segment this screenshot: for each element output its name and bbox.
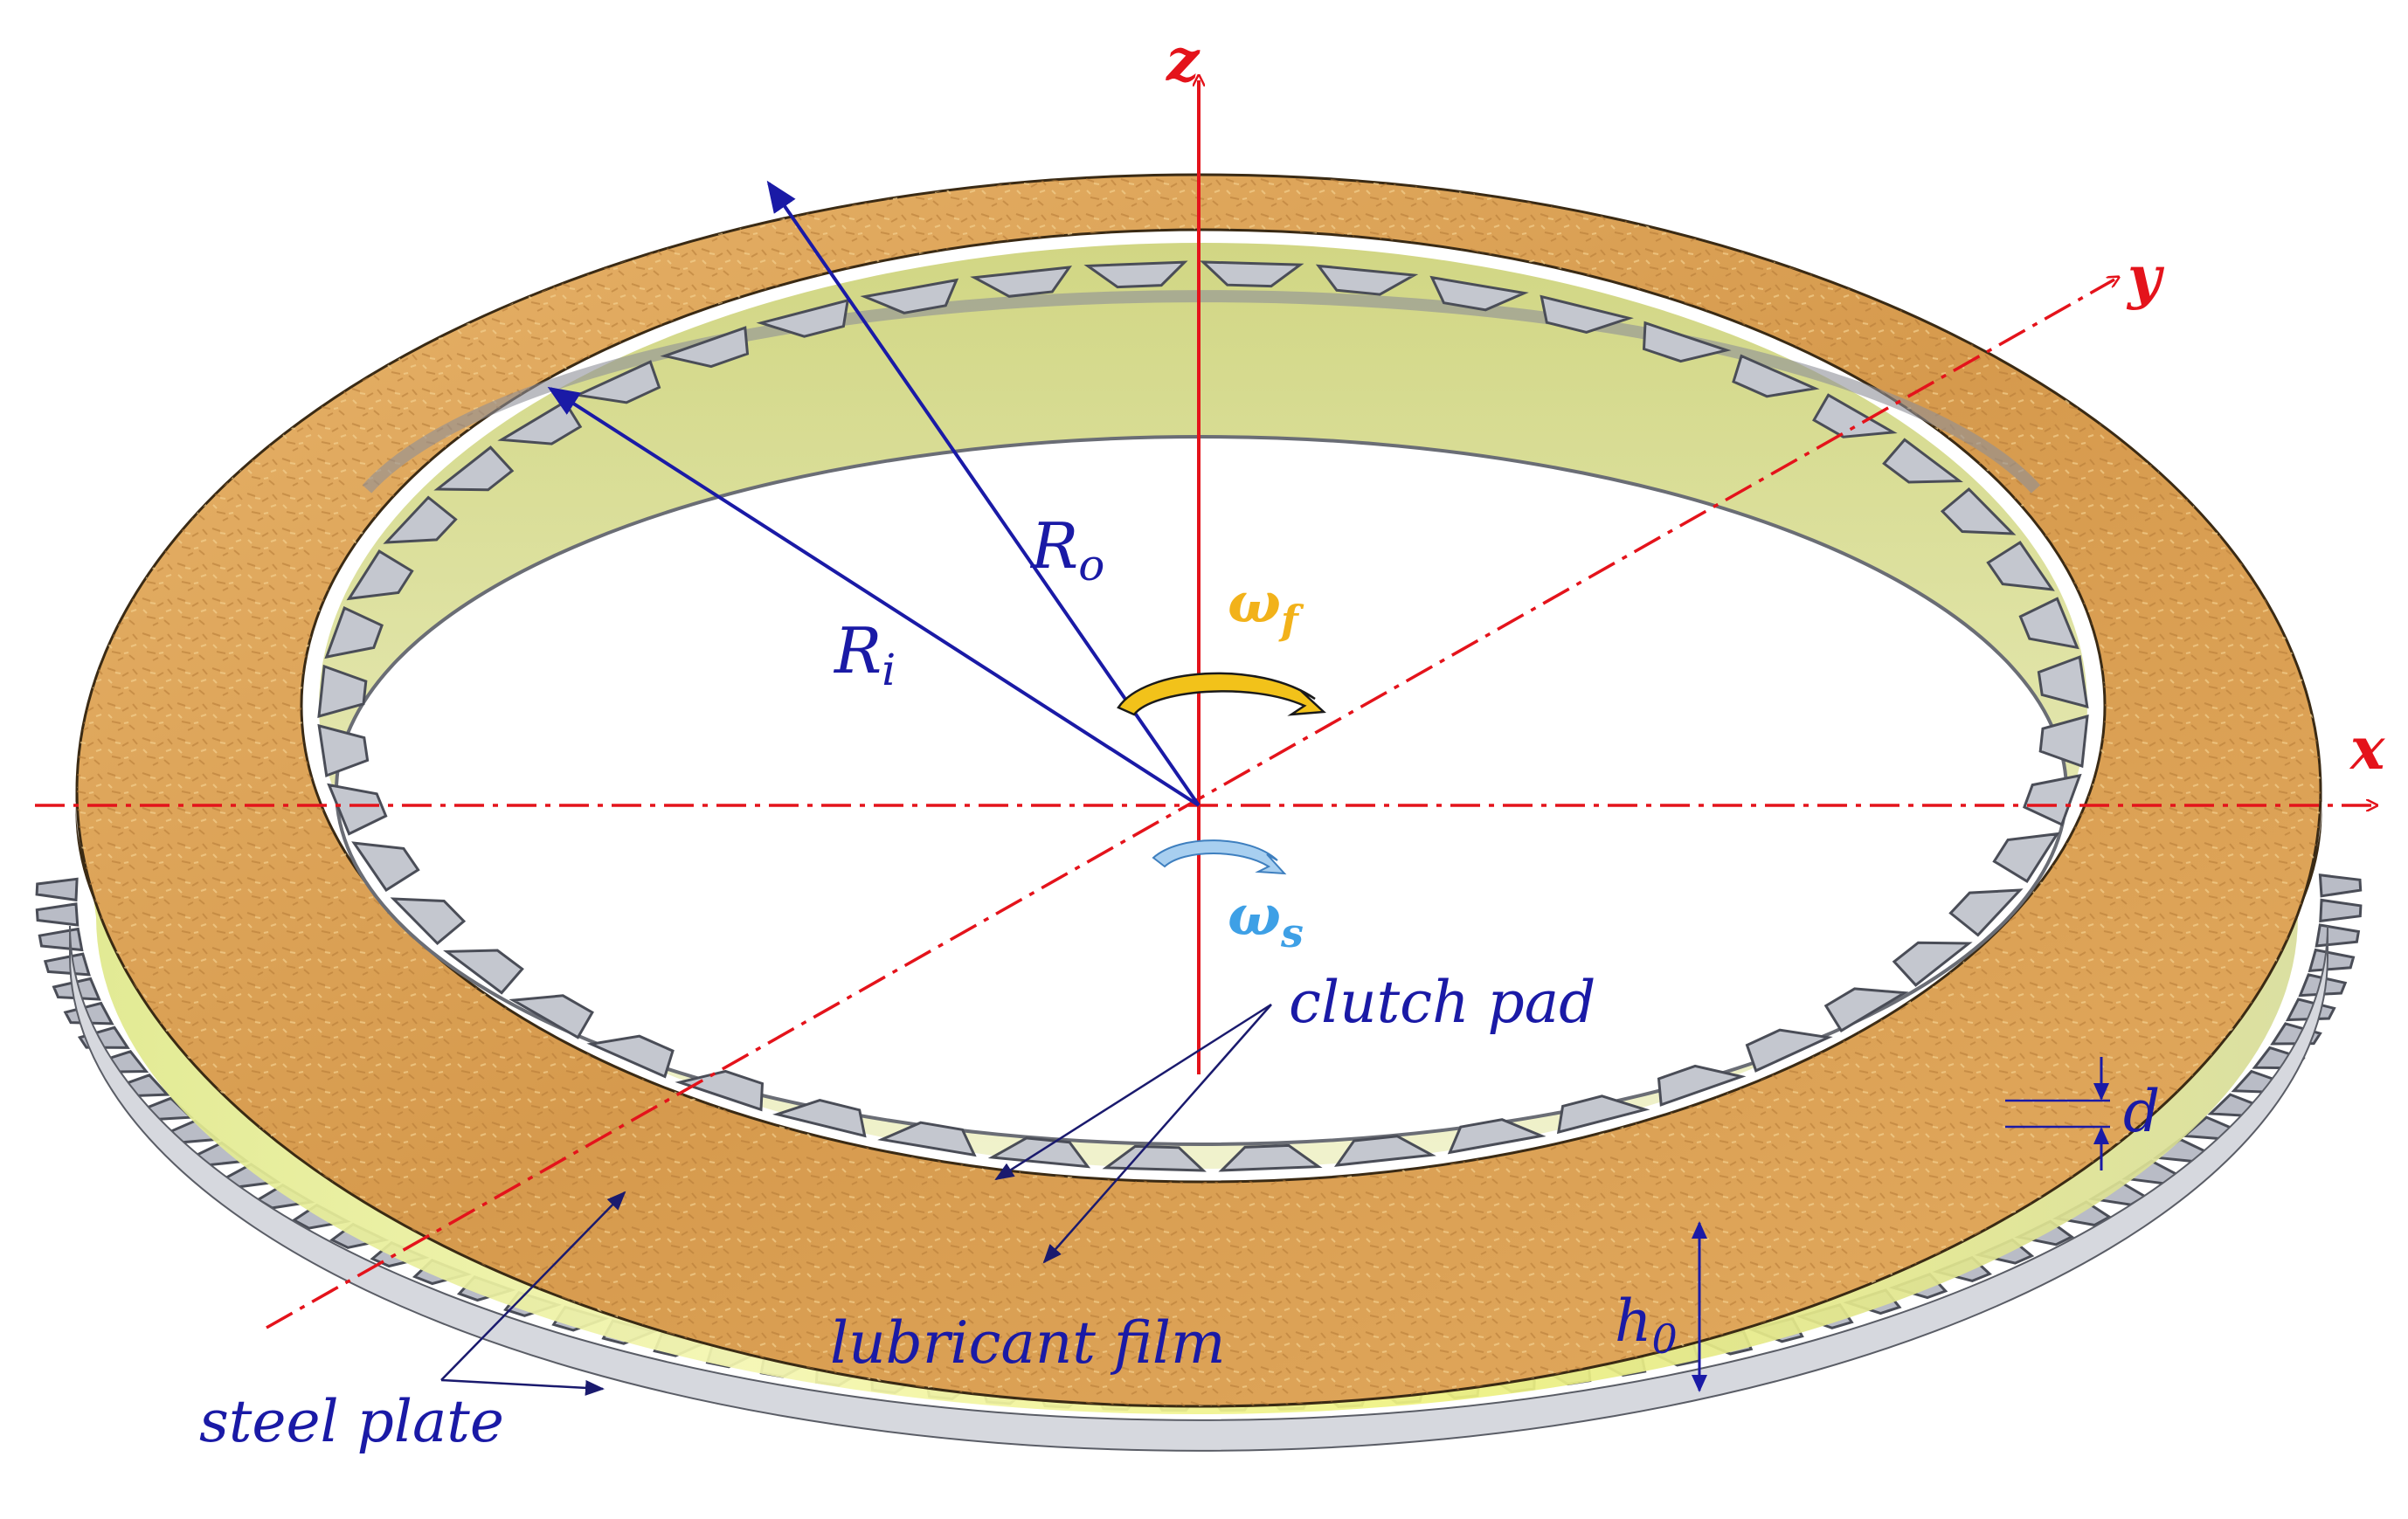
y-axis [266, 280, 2114, 1329]
outer-radius-label: Ro [1029, 509, 1104, 590]
thickness-dimension: d [2005, 1057, 2160, 1170]
omega-s-label: ωs [1228, 883, 1304, 956]
x-axis-label: x [2349, 715, 2385, 783]
rotation-steel: ωs [1152, 839, 1304, 956]
omega-f-label: ωf [1228, 570, 1304, 644]
lubricant-film-label: lubricant film [830, 1309, 1226, 1377]
z-axis-label: z [1166, 26, 1201, 94]
inner-radius-label: Ri [833, 614, 896, 695]
steel-plate-label: steel plate [199, 1388, 504, 1455]
clutch-pad-callout: clutch pad [994, 969, 1595, 1264]
omega-s-arrow [1152, 839, 1287, 875]
clutch-pad [75, 173, 2322, 1408]
steel-plate-side [69, 925, 2328, 1452]
steel-plate-callout: steel plate [199, 1191, 626, 1455]
rotation-friction: ωf [1117, 570, 1326, 716]
inner-radius-line [547, 386, 1201, 807]
omega-f-arrow [1117, 672, 1326, 716]
inner-wall [319, 243, 2087, 1169]
gap-dimension: h0 [1615, 1221, 1707, 1392]
thickness-d-label: d [2123, 1078, 2160, 1145]
inner-teeth [317, 260, 2089, 1172]
axes: z y x [35, 26, 2385, 1329]
inner-bore [317, 243, 2089, 1172]
y-axis-label: y [2126, 243, 2165, 311]
clutch-pad-label: clutch pad [1289, 969, 1595, 1036]
gap-h0-label: h0 [1615, 1288, 1678, 1363]
